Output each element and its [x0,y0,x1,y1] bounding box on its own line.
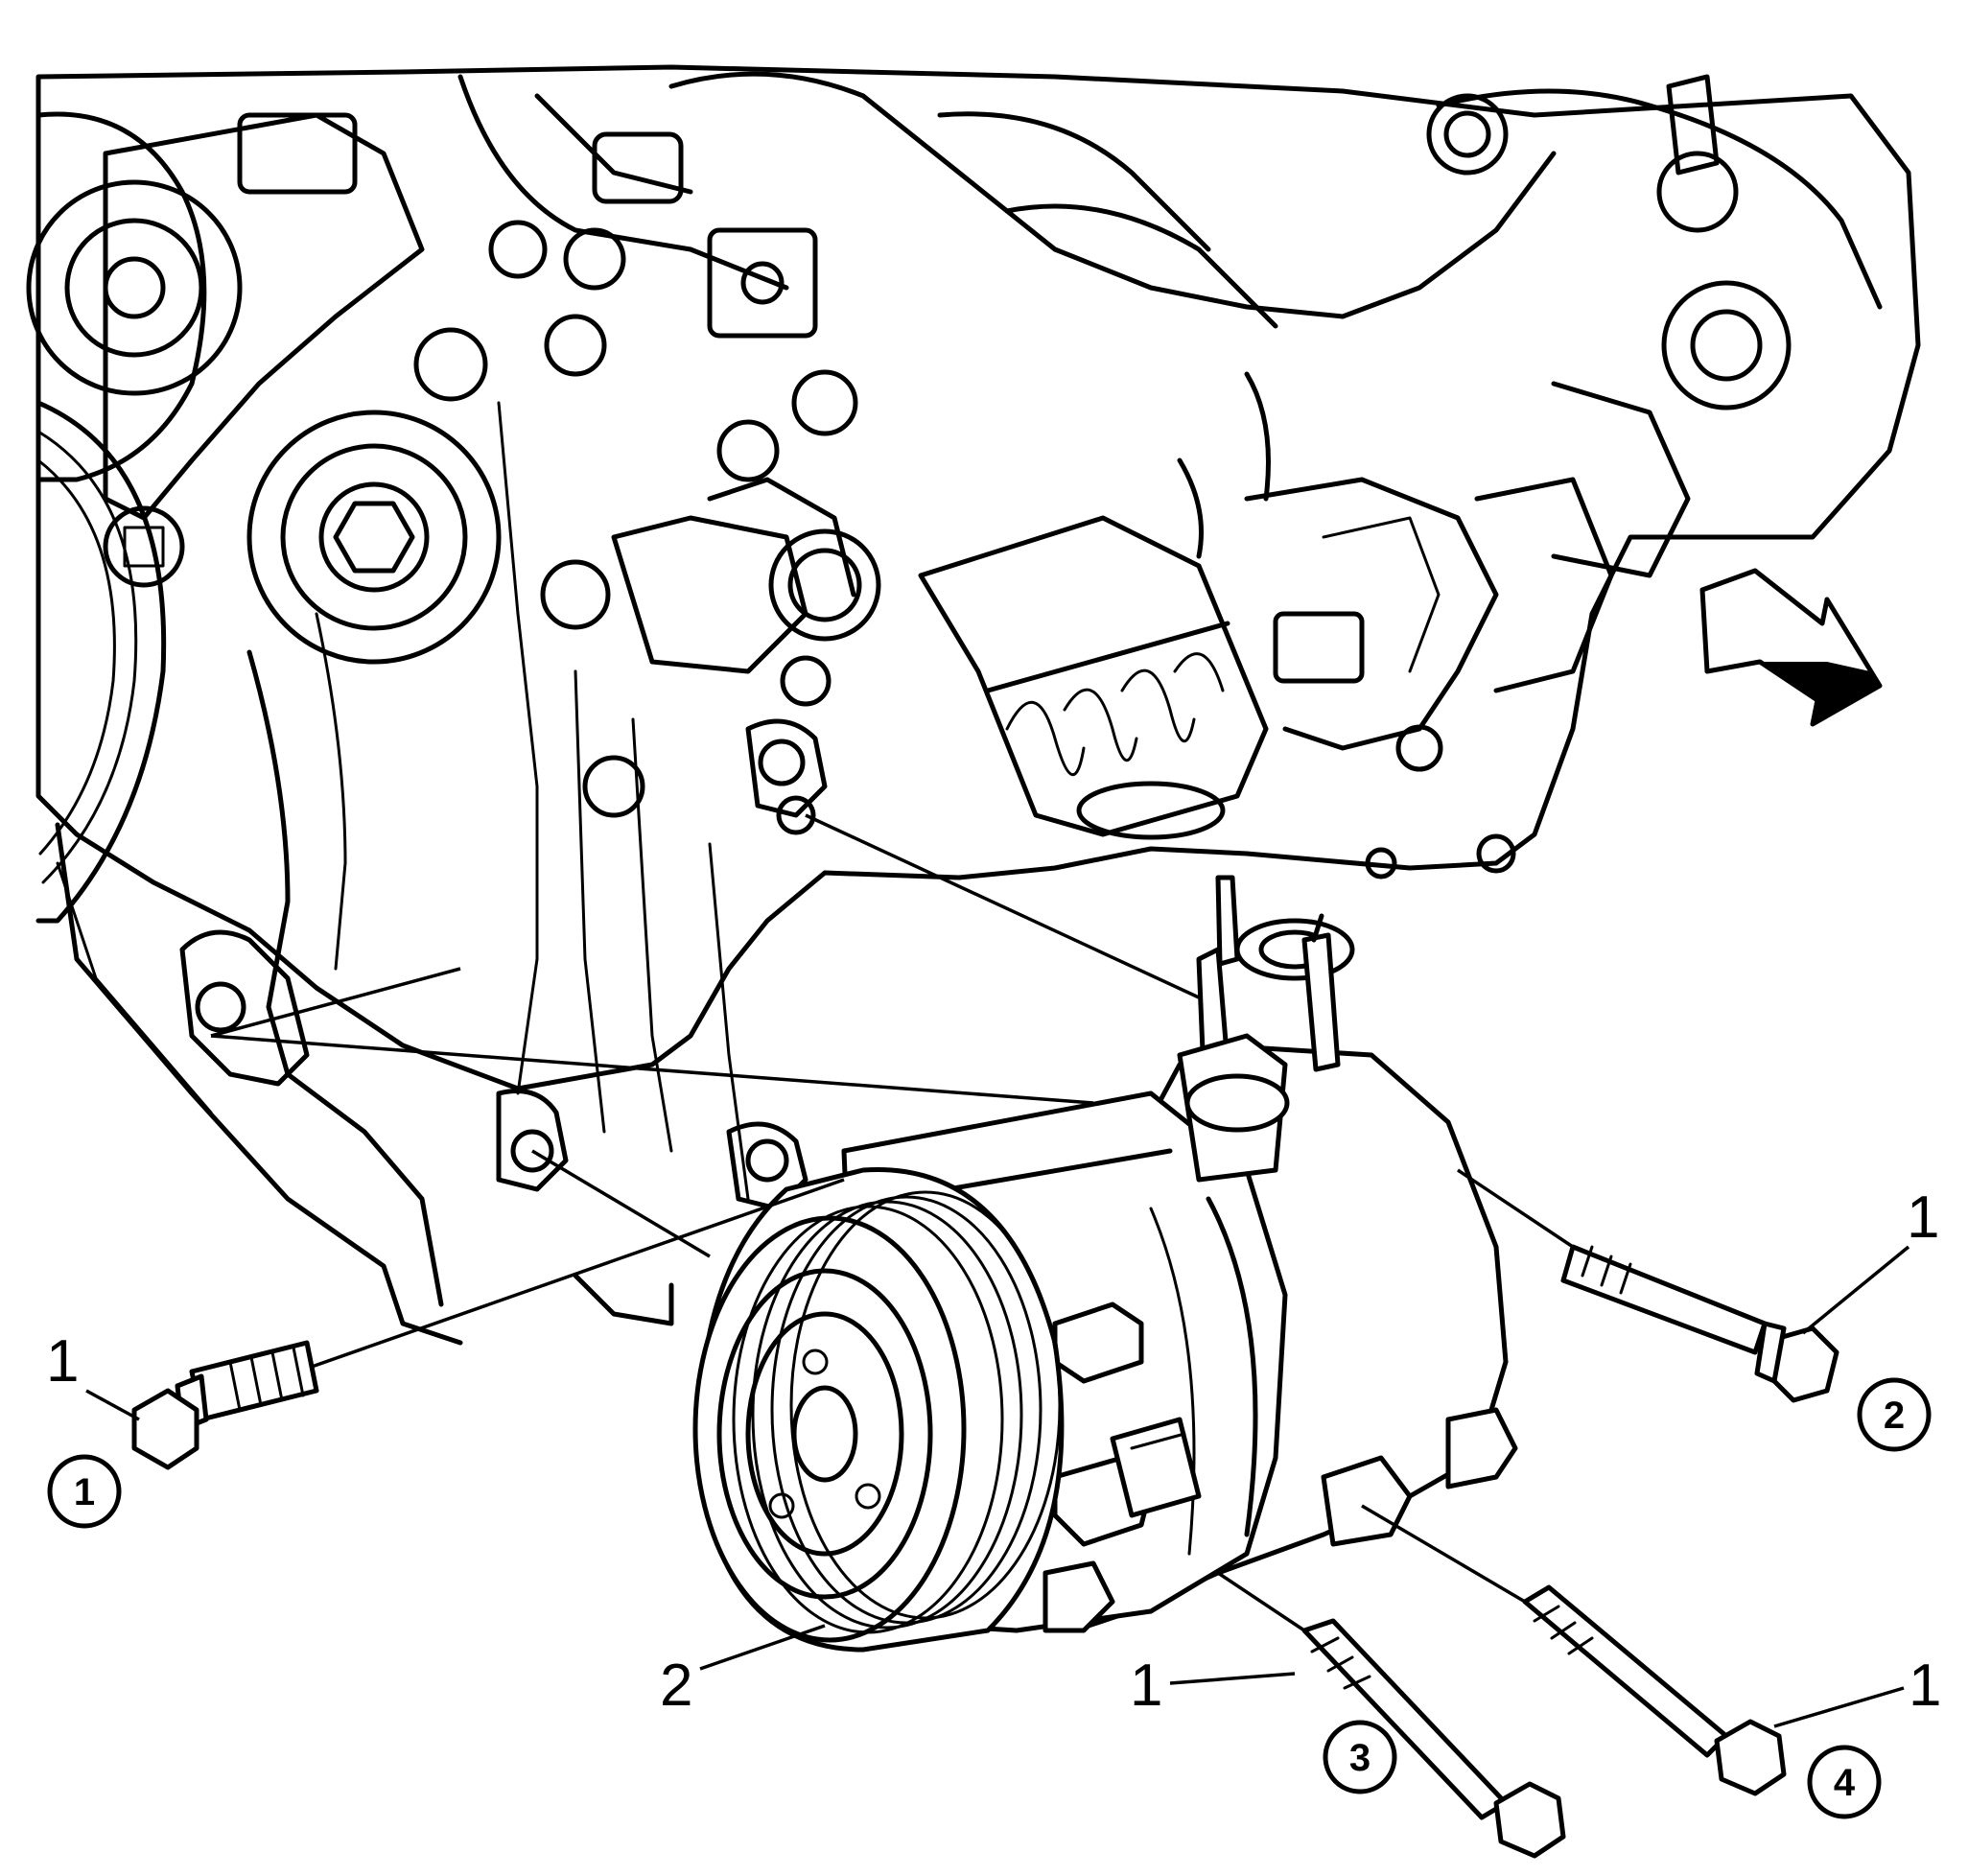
ac-compressor [692,875,1518,1653]
engine-block [26,64,1921,1346]
callout-bolt-bottom-right: 1 [1909,1653,1941,1719]
sequence-marker-4: 4 [1807,1745,1882,1819]
bolt-4 [1522,1584,1787,1796]
sequence-marker-2: 2 [1857,1377,1932,1452]
bolt-1 [131,1340,319,1470]
sequence-number-2: 2 [1884,1395,1905,1437]
compressor-pulley [692,1167,1065,1653]
front-direction-arrow-icon [1699,568,1883,727]
oil-filter [918,515,1269,840]
bolt-3 [1301,1618,1566,1859]
callout-bolt-bottom-mid: 1 [1130,1653,1162,1719]
callout-bolt-left: 1 [46,1328,79,1395]
callout-leaders [85,1245,1910,1728]
sequence-number-3: 3 [1349,1737,1371,1779]
sequence-marker-3: 3 [1323,1720,1397,1794]
sequence-number-4: 4 [1834,1762,1856,1804]
sequence-marker-1: 1 [47,1454,122,1529]
sequence-number-1: 1 [74,1471,95,1513]
callout-bolt-top-right: 1 [1907,1184,1939,1251]
projection-lines [210,813,1574,1632]
callout-compressor: 2 [660,1653,692,1719]
bolt-2 [1560,1244,1839,1403]
